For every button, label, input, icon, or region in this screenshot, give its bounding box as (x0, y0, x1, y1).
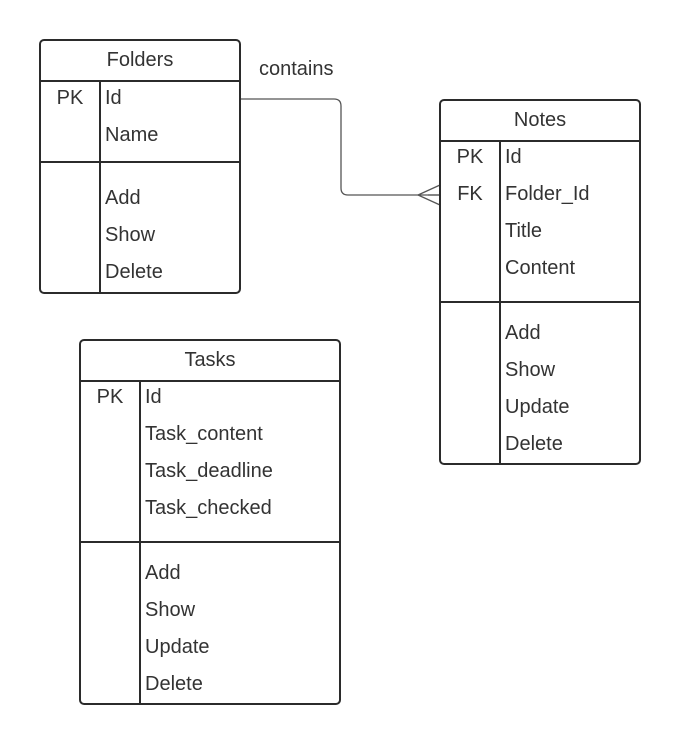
method-name: Show (505, 359, 556, 381)
entity-title: Folders (41, 41, 239, 82)
method-name: Add (145, 562, 181, 584)
method-row[interactable]: Delete (81, 666, 339, 703)
field-name: Content (505, 257, 576, 279)
field-row[interactable]: PK Id (41, 80, 239, 117)
contains-connector-line (241, 98, 440, 196)
method-row[interactable]: Show (441, 352, 639, 389)
method-name: Delete (505, 433, 563, 455)
field-name: Name (105, 124, 159, 146)
method-row[interactable]: Delete (441, 426, 639, 463)
field-name: Task_deadline (145, 460, 273, 482)
field-row[interactable]: FK Folder_Id (441, 176, 639, 213)
method-name: Delete (105, 261, 163, 283)
key-badge: PK (56, 87, 84, 109)
method-name: Delete (145, 673, 203, 695)
method-row[interactable]: Show (41, 217, 239, 254)
method-row[interactable]: Update (81, 629, 339, 666)
key-badge: PK (456, 146, 484, 168)
field-name: Id (505, 146, 522, 168)
field-name: Title (505, 220, 543, 242)
section-divider (441, 301, 639, 303)
field-name: Task_checked (145, 497, 272, 519)
column-divider (99, 82, 101, 292)
entity-notes[interactable]: Notes PK Id FK Folder_Id Title Content A… (439, 99, 641, 465)
method-name: Update (505, 396, 570, 418)
section-divider (81, 541, 339, 543)
field-row[interactable]: PK Id (441, 139, 639, 176)
method-name: Show (145, 599, 196, 621)
section-divider (41, 161, 239, 163)
method-row[interactable]: Update (441, 389, 639, 426)
method-name: Add (105, 187, 141, 209)
method-row[interactable]: Add (441, 315, 639, 352)
field-row[interactable]: Task_checked (81, 490, 339, 527)
method-name: Add (505, 322, 541, 344)
method-name: Show (105, 224, 156, 246)
field-row[interactable]: Task_deadline (81, 453, 339, 490)
method-row[interactable]: Add (81, 555, 339, 592)
key-badge: PK (96, 386, 124, 408)
field-name: Id (145, 386, 162, 408)
field-row[interactable]: Task_content (81, 416, 339, 453)
method-row[interactable]: Show (81, 592, 339, 629)
field-row[interactable]: Name (41, 117, 239, 154)
field-row[interactable]: PK Id (81, 379, 339, 416)
field-name: Id (105, 87, 122, 109)
field-name: Task_content (145, 423, 263, 445)
method-row[interactable]: Add (41, 180, 239, 217)
field-row[interactable]: Content (441, 250, 639, 287)
relationship-label-contains: contains (259, 58, 334, 80)
field-name: Folder_Id (505, 183, 590, 205)
field-row[interactable]: Title (441, 213, 639, 250)
key-badge: FK (457, 183, 483, 205)
crows-foot-many-icon (416, 184, 441, 206)
entity-folders[interactable]: Folders PK Id Name Add Show Delete (39, 39, 241, 294)
method-row[interactable]: Delete (41, 254, 239, 291)
entity-tasks[interactable]: Tasks PK Id Task_content Task_deadline T… (79, 339, 341, 705)
entity-title: Notes (441, 101, 639, 142)
entity-title: Tasks (81, 341, 339, 382)
method-name: Update (145, 636, 210, 658)
